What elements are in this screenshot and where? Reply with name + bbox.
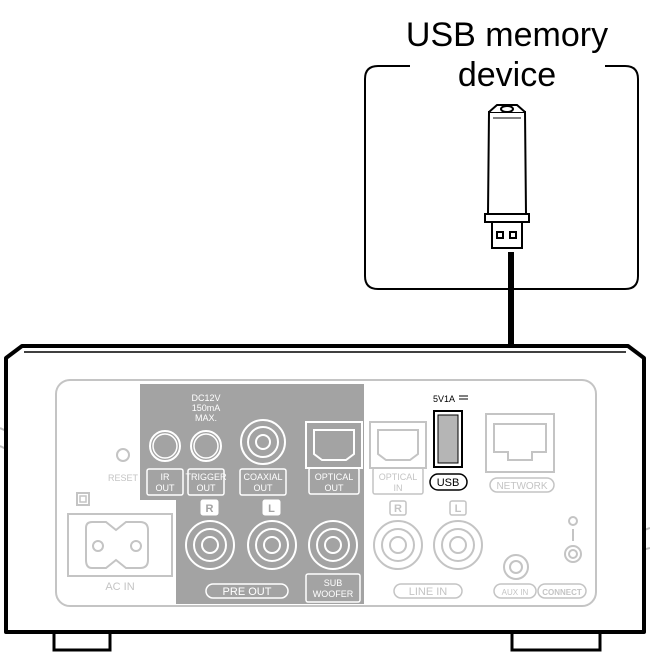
line-in-label: LINE IN (409, 586, 448, 598)
usb-port: 5V1A USB (429, 394, 468, 491)
sub-label-1: SUB (324, 578, 343, 588)
faded-labels: RESET OPTICAL IN NETWORK R L AC IN LINE … (105, 472, 582, 598)
ir-label-1: IR (161, 472, 171, 482)
network-label: NETWORK (496, 481, 547, 492)
trigger-label-1: TRIGGER (185, 472, 227, 482)
optical-in-label-2: IN (394, 483, 403, 493)
usb-callout: USB memory device (364, 16, 639, 290)
coaxial-label-2: OUT (254, 483, 274, 493)
pre-out-r-label: R (206, 503, 214, 515)
connect-label: CONNECT (542, 588, 582, 597)
optical-in-label-1: OPTICAL (379, 472, 418, 482)
pre-out-l-label: L (268, 503, 275, 515)
line-in-r-label: R (394, 503, 402, 515)
dc12v-label: DC12V (191, 393, 220, 403)
trigger-label-2: OUT (197, 483, 217, 493)
usb-port-label: USB (437, 477, 460, 489)
optical-out-label-2: OUT (325, 483, 345, 493)
usb-memory-stick-icon (484, 104, 530, 249)
ma150-label: 150mA (192, 403, 221, 413)
faded-components (67, 413, 587, 599)
line-in-l-label: L (455, 503, 462, 515)
panel-components (146, 419, 363, 603)
reset-label: RESET (108, 473, 139, 483)
callout-title-line1: USB memory (406, 16, 608, 54)
sub-label-2: WOOFER (313, 589, 354, 599)
ac-in-label: AC IN (105, 581, 134, 593)
max-label: MAX. (195, 413, 217, 423)
usb-power-label: 5V1A (433, 394, 455, 404)
panel-labels: DC12V 150mA MAX. IR OUT TRIGGER OUT COAX… (156, 393, 354, 599)
ir-label-2: OUT (156, 483, 176, 493)
panel-channel-labels: R L (206, 503, 276, 515)
pre-out-label: PRE OUT (223, 586, 272, 598)
optical-out-label-1: OPTICAL (315, 472, 354, 482)
aux-in-label: AUX IN (502, 588, 529, 597)
callout-title-line2: device (458, 56, 556, 94)
coaxial-label-1: COAXIAL (243, 472, 282, 482)
